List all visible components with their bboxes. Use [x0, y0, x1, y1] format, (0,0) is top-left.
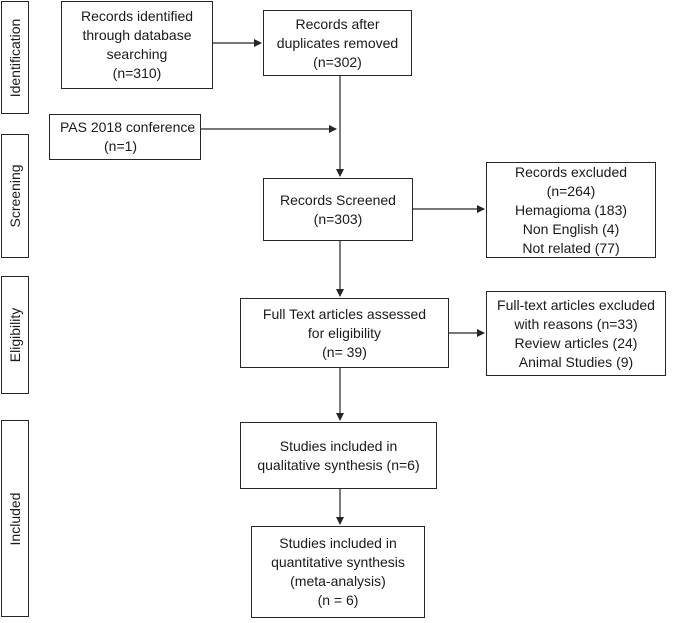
- box-records-excluded: Records excluded (n=264) Hemagioma (183)…: [486, 162, 656, 258]
- box-fulltext-assessed: Full Text articles assessed for eligibil…: [240, 298, 449, 368]
- box-conference: PAS 2018 conference (n=1): [49, 114, 201, 160]
- box-qualitative-synthesis: Studies included in qualitative synthesi…: [240, 422, 437, 489]
- box-quantitative-synthesis: Studies included in quantitative synthes…: [251, 526, 425, 618]
- stage-included: Included: [1, 420, 29, 617]
- stage-eligibility: Eligibility: [1, 276, 29, 394]
- box-records-screened: Records Screened (n=303): [263, 178, 413, 241]
- stage-screening: Screening: [1, 134, 29, 258]
- box-fulltext-excluded: Full-text articles excluded with reasons…: [486, 291, 666, 376]
- box-duplicates-removed: Records after duplicates removed (n=302): [263, 10, 412, 76]
- stage-identification: Identification: [1, 1, 29, 114]
- box-records-identified: Records identified through database sear…: [61, 1, 213, 89]
